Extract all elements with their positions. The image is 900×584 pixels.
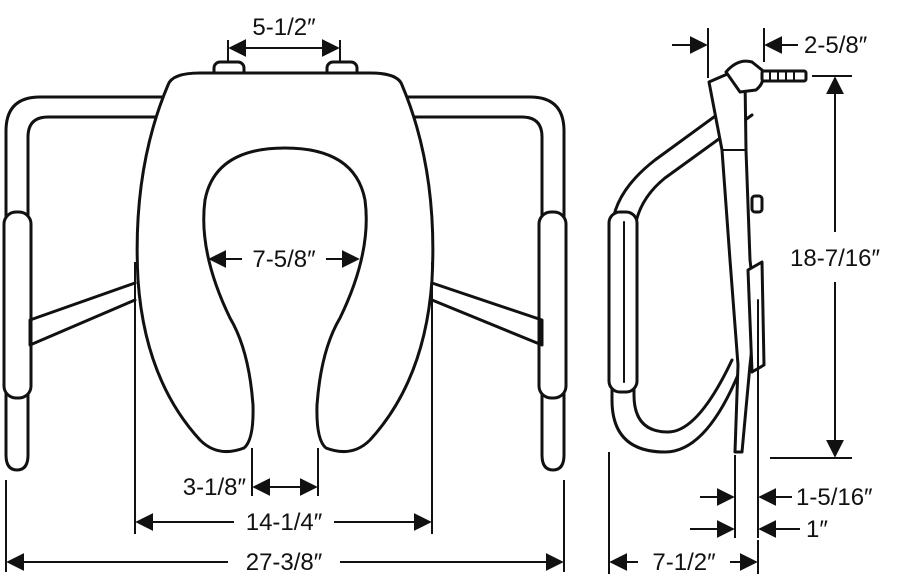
label-seat-width: 14-1/4″ — [246, 509, 323, 536]
label-bracket-offset: 2-5/8″ — [804, 32, 868, 59]
side-arm-outer — [610, 96, 744, 454]
label-front-gap: 3-1/8″ — [183, 474, 247, 501]
label-overall-width: 27-3/8″ — [246, 549, 323, 576]
seat-outline — [135, 71, 435, 454]
hinge-bolt — [760, 69, 808, 83]
label-arm-depth: 7-1/2″ — [652, 549, 716, 576]
side-mount-bracket — [746, 260, 766, 374]
right-grab-arm — [398, 95, 568, 472]
label-hinge-spacing: 5-1/2″ — [252, 14, 316, 41]
label-rear-gap: 1″ — [806, 516, 828, 543]
dimension-labels: 5-1/2″ 7-5/8″ 3-1/8″ 14-1/4″ 27-3/8″ 2-5… — [183, 14, 881, 576]
front-view — [2, 60, 568, 472]
side-view — [607, 59, 808, 456]
label-arm-height: 18-7/16″ — [790, 245, 880, 272]
left-grab-arm — [2, 95, 172, 472]
dimension-lines — [5, 28, 852, 574]
side-seat-profile — [707, 70, 758, 454]
label-opening-width: 7-5/8″ — [252, 246, 316, 273]
label-bracket-thickness: 1-5/16″ — [796, 484, 873, 511]
side-arm-inner — [632, 113, 754, 434]
